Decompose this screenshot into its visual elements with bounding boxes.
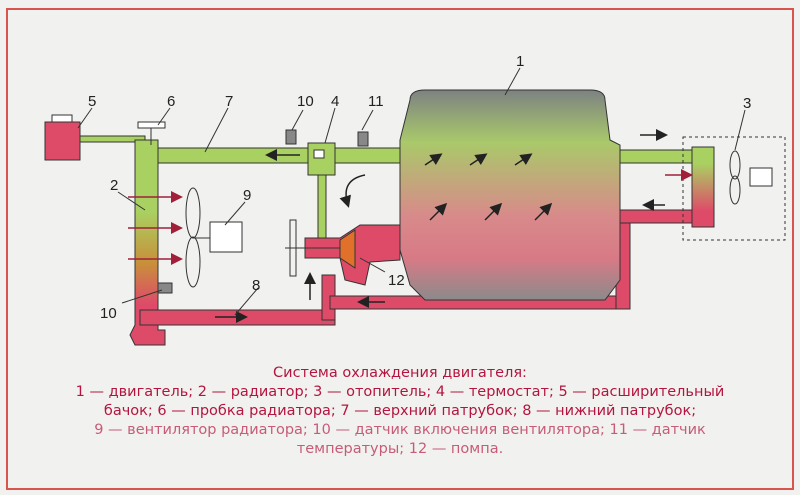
heater-box [682,136,786,241]
fan-motor [209,221,243,253]
heater-core [691,146,715,228]
caption-line-4: температуры; 12 — помпа. [296,441,504,457]
label-11: 11 [368,93,384,110]
frame [6,8,794,490]
label-4: 4 [331,93,339,110]
label-1: 1 [516,53,524,70]
radiator [129,139,166,346]
engine [399,89,621,301]
temp-sensor [357,131,369,147]
caption-line-2: бачок; 6 — пробка радиатора; 7 — верхний… [103,403,697,419]
expansion-tank [44,121,81,161]
radiator-cap [137,121,166,129]
caption-line-1: 1 — двигатель; 2 — радиатор; 3 — отопите… [75,384,725,400]
label-10-top: 10 [297,93,314,110]
label-10-bottom: 10 [100,305,117,322]
fan [185,187,201,239]
label-2: 2 [110,177,118,194]
label-5: 5 [88,93,96,110]
label-6: 6 [167,93,175,110]
caption: Система охлаждения двигателя: 1 — двигат… [0,364,800,459]
label-8: 8 [252,277,260,294]
label-9: 9 [243,187,251,204]
label-3: 3 [743,95,751,112]
thermostat [307,142,336,176]
caption-line-3: 9 — вентилятор радиатора; 10 — датчик вк… [94,422,706,438]
caption-title: Система охлаждения двигателя: [273,365,527,381]
label-12: 12 [388,272,405,289]
label-7: 7 [225,93,233,110]
fan-sensor [285,129,297,145]
